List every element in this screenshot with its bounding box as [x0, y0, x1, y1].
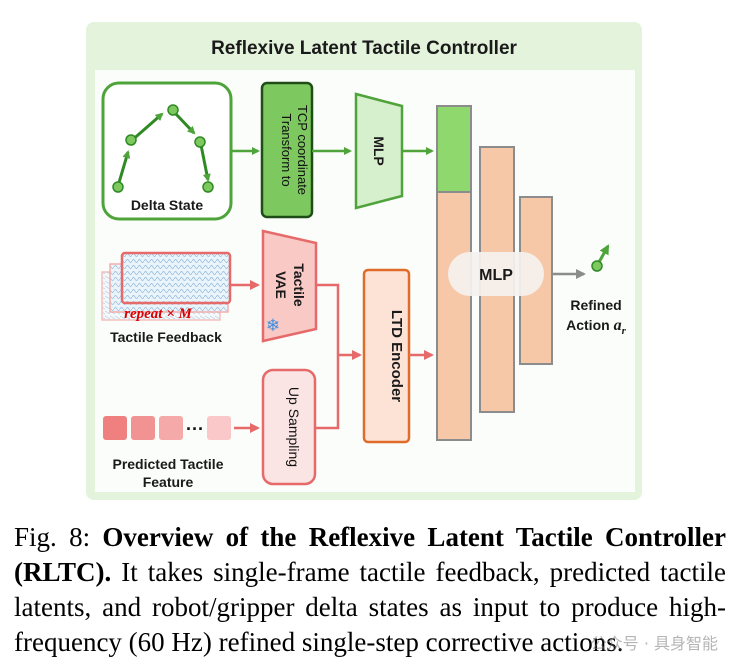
- trajectory-points: [112, 104, 214, 193]
- predicted-feature-label-2: Feature: [143, 474, 194, 490]
- refined-label: Refined: [570, 297, 621, 313]
- action-label: Action ar: [566, 317, 626, 337]
- repeat-label: repeat × M: [124, 306, 192, 322]
- tactile-vae-trapezoid: [261, 229, 318, 343]
- mlp-column-1-top: [436, 105, 472, 193]
- tactile-feedback-label: Tactile Feedback: [110, 329, 222, 345]
- figure-caption: Fig. 8: Overview of the Reflexive Latent…: [14, 520, 726, 660]
- up-sampling-label: Up Sampling: [286, 387, 302, 467]
- mlp-large-label: MLP: [479, 267, 513, 284]
- figure-label: Fig. 8:: [14, 522, 91, 552]
- watermark: 公众号 · 具身智能: [590, 634, 718, 653]
- tactile-vae-label-1: Tactile: [291, 263, 307, 307]
- snowflake-icon: ❄: [266, 316, 280, 336]
- merge-connector: [316, 283, 340, 430]
- mlp-column-1-bottom: [436, 191, 472, 441]
- delta-state-label: Delta State: [131, 197, 204, 213]
- caption-title: Overview of the Reflexive Latent Tactile…: [14, 522, 726, 587]
- transform-label-2: TCP coordinate: [295, 105, 310, 195]
- up-sampling-box: [261, 368, 317, 486]
- predicted-feature-squares: [103, 416, 231, 440]
- mlp-small-label: MLP: [371, 136, 387, 166]
- caption-body: It takes single-frame tactile feedback, …: [14, 557, 726, 657]
- diagram-title: Reflexive Latent Tactile Controller: [211, 38, 517, 59]
- feature-dots: ···: [186, 419, 204, 439]
- predicted-feature-label-1: Predicted Tactile: [112, 456, 223, 472]
- tactile-feedback-stack: [101, 251, 232, 321]
- ltd-encoder-label: LTD Encoder: [388, 310, 405, 402]
- transform-label-1: Transform to: [279, 113, 294, 186]
- mlp-large-pill: [448, 252, 544, 296]
- tactile-vae-label-2: VAE: [273, 271, 289, 299]
- mlp-small-trapezoid: [354, 92, 404, 210]
- refined-action-point: [591, 260, 603, 272]
- rltc-diagram: Reflexive Latent Tactile Controller Delt…: [86, 22, 642, 500]
